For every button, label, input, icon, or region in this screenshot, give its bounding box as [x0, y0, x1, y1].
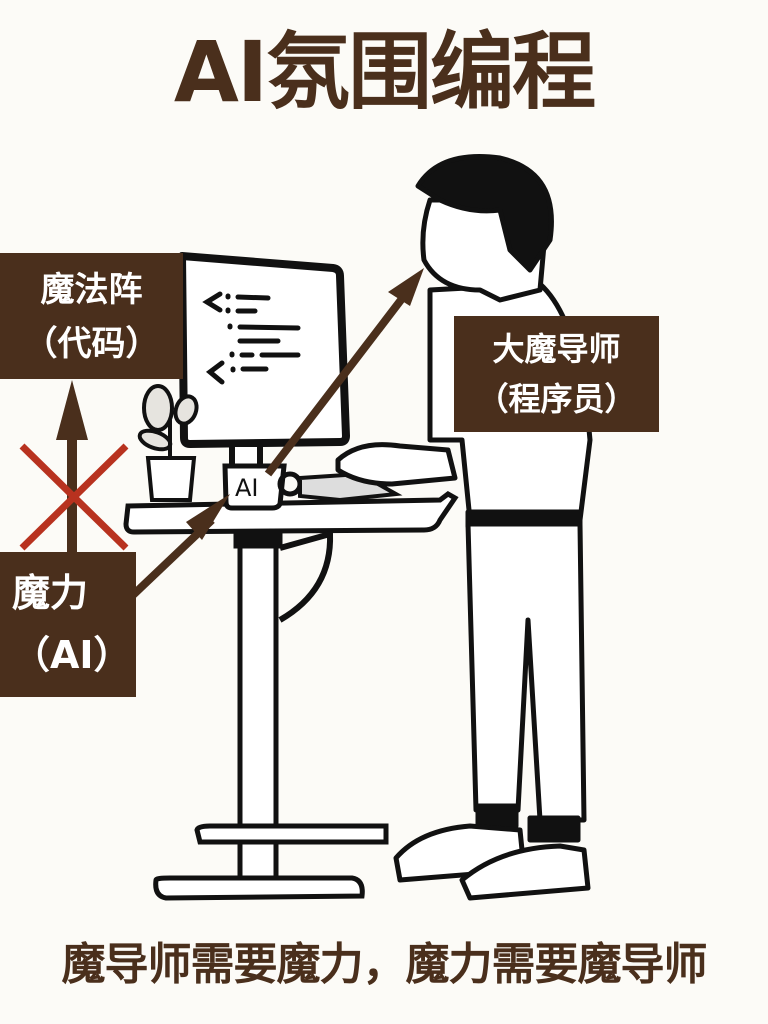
mug-label: AI [235, 474, 259, 502]
arrow-power-to-mug [129, 494, 230, 599]
label-archmage-programmer: 大魔导师 （程序员） [454, 316, 659, 432]
label-mage-subtitle: （程序员） [476, 380, 637, 418]
label-power-title: 魔力 [12, 571, 89, 615]
label-magic-power-ai: 魔力 （AI） [0, 552, 136, 697]
monitor-icon [178, 252, 350, 471]
arrow-power-to-code-blocked [56, 380, 88, 552]
plant-icon [137, 384, 199, 502]
label-code-subtitle: （代码） [23, 324, 160, 364]
label-power-subtitle: （AI） [12, 633, 132, 677]
standing-desk-icon [123, 491, 459, 901]
label-magic-circle-code: 魔法阵 （代码） [0, 253, 183, 379]
red-cross-icon [19, 443, 129, 551]
page-title: AI氛围编程 [173, 23, 596, 121]
footer-caption: 魔导师需要魔力，魔力需要魔导师 [61, 939, 708, 990]
label-code-title: 魔法阵 [40, 270, 143, 310]
ai-mug-icon: AI [222, 463, 303, 511]
arrow-mug-to-programmer [264, 268, 424, 477]
label-mage-title: 大魔导师 [492, 330, 621, 368]
